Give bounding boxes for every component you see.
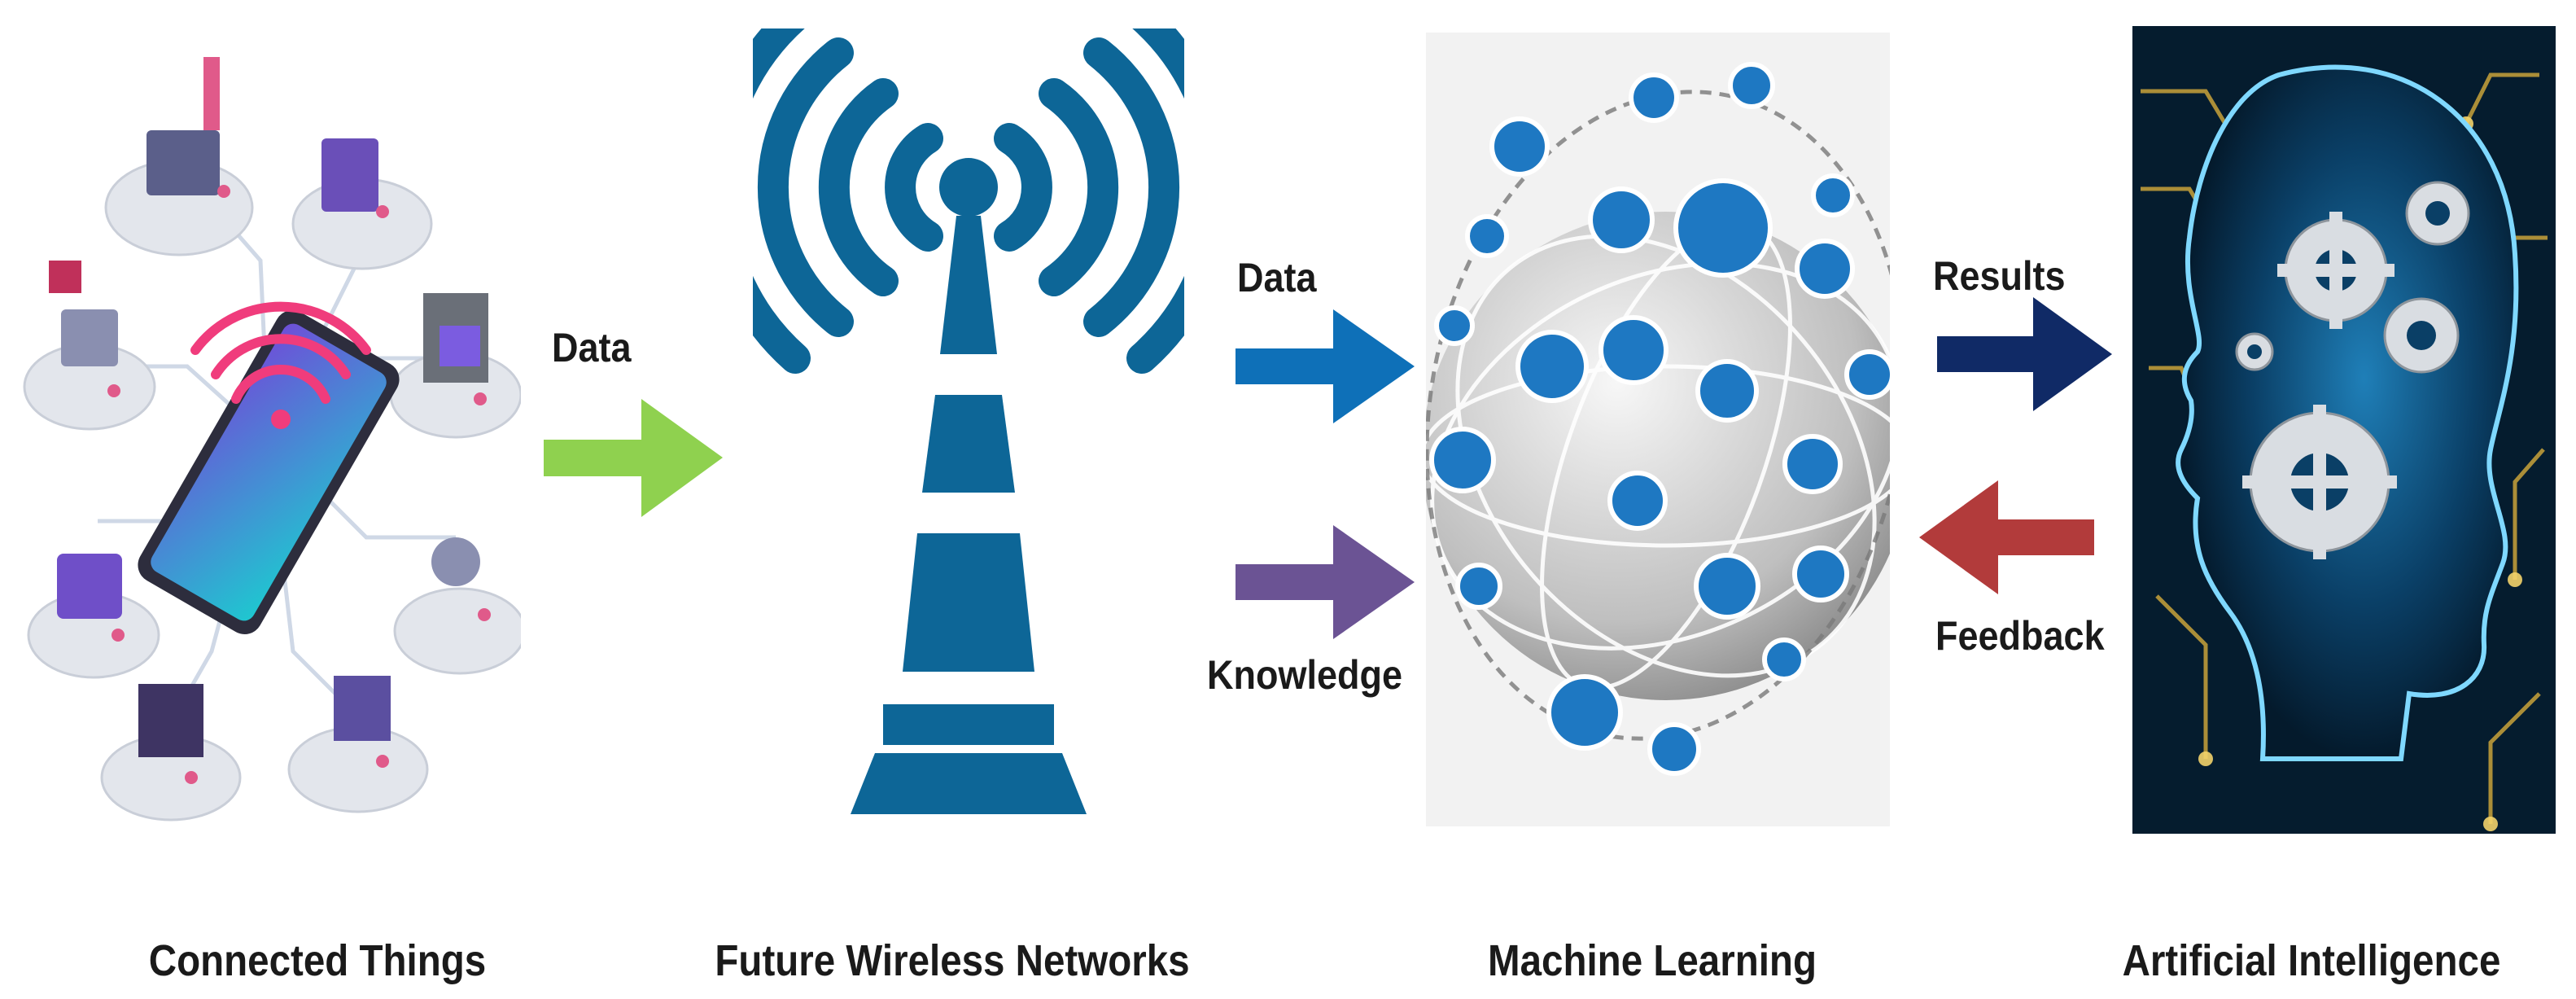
cell-tower-icon: [753, 28, 1184, 843]
caption-connected-things: Connected Things: [148, 936, 487, 985]
iot-devices-icon: [23, 57, 521, 822]
results-flow-label: Results: [1933, 253, 2066, 299]
connected-things-illustration: [16, 16, 521, 830]
data-flow-label-1: Data: [552, 325, 632, 370]
caption-machine-learning: Machine Learning: [1487, 936, 1817, 985]
feedback-flow-label: Feedback: [1935, 613, 2105, 659]
ai-head-gears-icon: [2132, 26, 2556, 834]
knowledge-flow-label: Knowledge: [1207, 652, 1403, 698]
arrow-right-green-icon: [544, 399, 723, 517]
arrow-right-blue-icon: [1236, 309, 1415, 423]
caption-future-wireless-networks: Future Wireless Networks: [715, 936, 1190, 985]
data-flow-label-2: Data: [1237, 255, 1317, 300]
arrow-left-red-icon: [1919, 480, 2094, 594]
arrow-right-navy-icon: [1937, 297, 2112, 411]
arrow-right-purple-icon: [1236, 525, 1415, 639]
caption-artificial-intelligence: Artificial Intelligence: [2122, 936, 2501, 985]
network-globe-icon: [1426, 33, 1890, 826]
